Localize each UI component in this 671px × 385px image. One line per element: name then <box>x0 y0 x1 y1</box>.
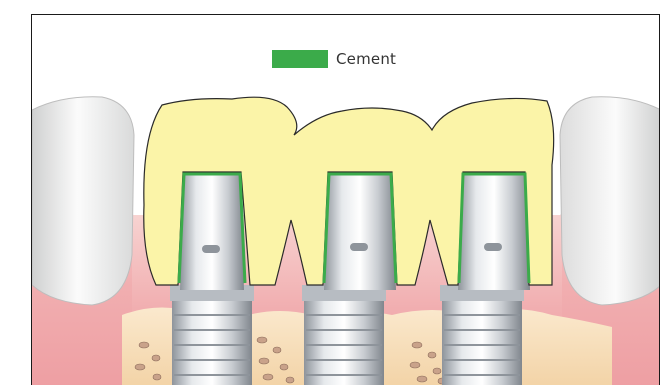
cement-legend-swatch <box>272 50 328 68</box>
diagram-frame: Cement <box>31 14 660 385</box>
implant-bridge-illustration <box>32 15 660 385</box>
cement-legend-label: Cement <box>336 50 396 68</box>
left-natural-tooth <box>32 97 134 305</box>
legend: Cement <box>272 49 396 69</box>
right-natural-tooth <box>560 97 660 305</box>
